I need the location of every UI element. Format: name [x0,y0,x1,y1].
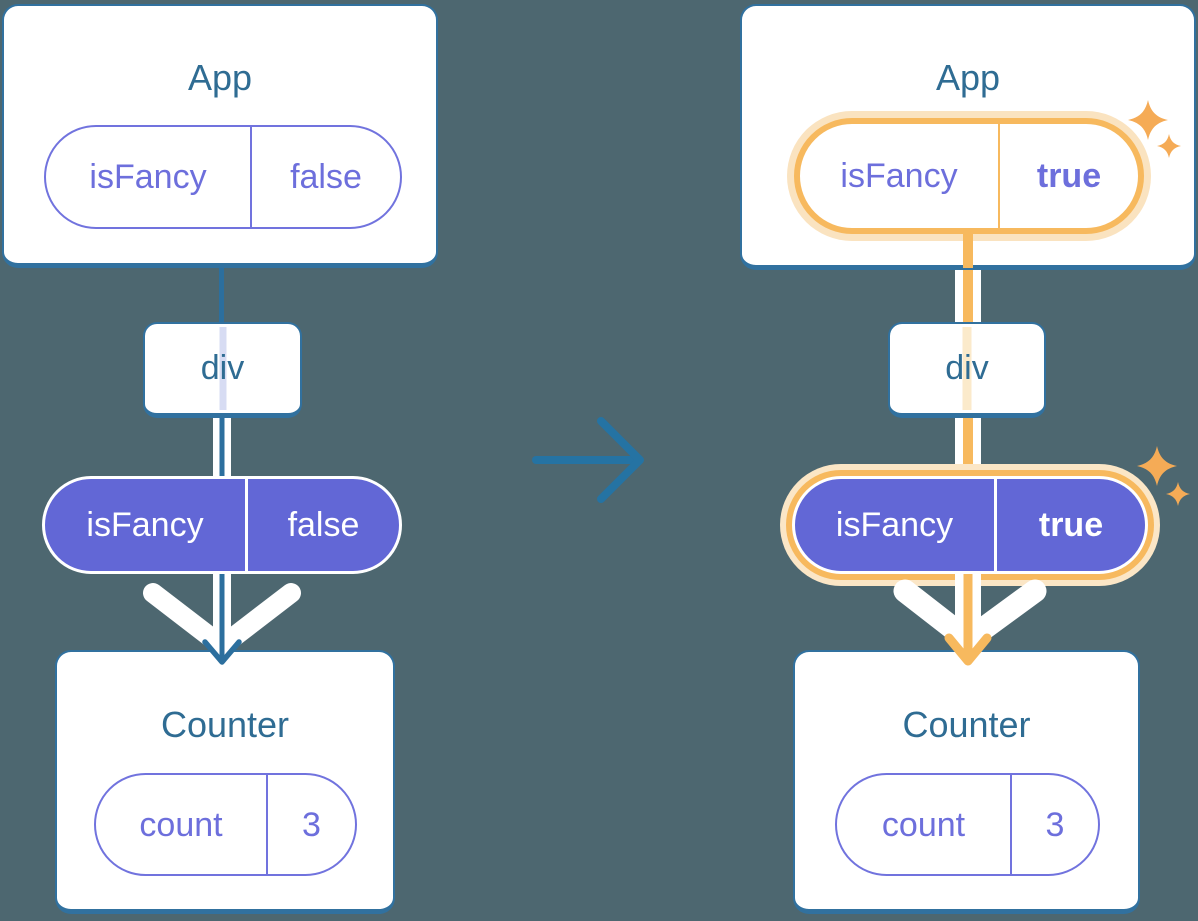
prop-value: true [1038,506,1104,544]
before-counter-state-pill: count 3 [94,773,357,876]
prop-key: isFancy [795,479,997,571]
after-pill-to-card-edge-connector [963,232,973,268]
before-prop-flow-line [219,327,226,410]
after-passed-prop-pill-highlighted: isFancy true [792,476,1148,574]
prop-key: isFancy [45,479,248,571]
after-counter-card: Counter count 3 [793,650,1140,914]
state-key: count [837,775,1012,874]
before-props-arrow-icon [143,574,301,665]
after-div-card: div [888,322,1046,418]
after-div-to-pill-connector [955,416,981,478]
after-counter-title: Counter [902,704,1031,745]
state-value: 3 [1045,805,1065,844]
before-counter-card: Counter count 3 [55,650,395,914]
sparkles-icon [1128,100,1181,158]
before-app-to-div-connector [219,266,224,324]
after-div-label: div [945,349,989,387]
after-props-arrow-icon [893,574,1047,666]
after-app-prop-pill-highlighted: isFancy true [794,118,1144,234]
state-key: count [96,775,268,874]
before-div-card: div [143,322,302,418]
sparkles-icon [1137,446,1190,506]
before-app-prop-pill: isFancy false [44,125,402,229]
prop-value: false [287,506,360,544]
before-div-to-pill-connector [213,416,231,478]
after-prop-flow-line [962,327,972,410]
before-app-title: App [187,57,253,98]
after-counter-state-pill: count 3 [835,773,1100,876]
after-app-title: App [935,57,1001,98]
before-counter-title: Counter [160,704,290,745]
before-div-label: div [200,349,245,387]
before-app-card: App isFancy false [2,4,438,268]
prop-key: isFancy [800,124,1000,228]
transition-arrow-icon [532,417,644,503]
state-value: 3 [302,805,321,844]
after-app-card: App isFancy true [740,4,1196,270]
prop-value: true [1036,157,1102,195]
prop-value: false [290,158,362,196]
after-app-to-div-connector [955,266,981,324]
before-passed-prop-pill: isFancy false [42,476,402,574]
prop-key: isFancy [46,127,252,227]
